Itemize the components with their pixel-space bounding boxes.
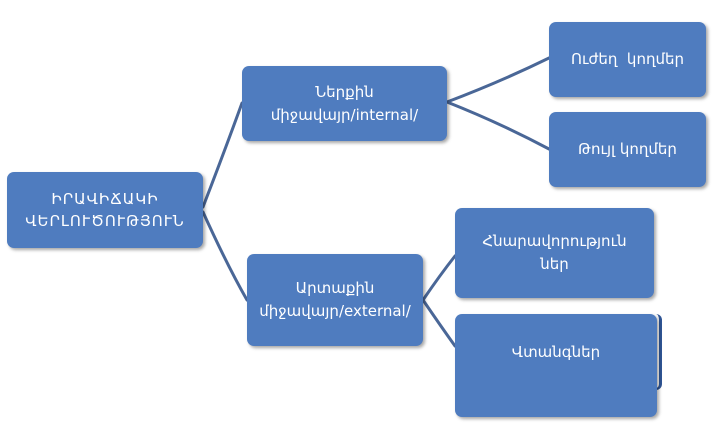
strengths-node: Ուժեղ կողմեր — [549, 22, 706, 97]
connector-root-internal — [201, 101, 244, 209]
threats-node: Վտանգներ — [455, 314, 657, 417]
connector-internal-weaknesses — [445, 100, 551, 151]
connector-internal-strengths — [445, 56, 551, 104]
internal-environment-node: Ներքին միջավայր/internal/ — [242, 66, 447, 141]
connector-external-opportunities — [421, 254, 457, 302]
root-node-situation-analysis: ԻՐԱՎԻՃԱԿԻ ՎԵՐԼՈՒԾՈՒԹՅՈՒՆ — [7, 172, 203, 248]
opportunities-node: Հնարավորություն ներ — [455, 208, 654, 298]
connector-root-external — [201, 210, 249, 302]
connector-external-threats — [421, 298, 457, 348]
weaknesses-node: Թույլ կողմեր — [549, 112, 706, 187]
external-environment-node: Արտաքին միջավայր/external/ — [247, 254, 423, 346]
